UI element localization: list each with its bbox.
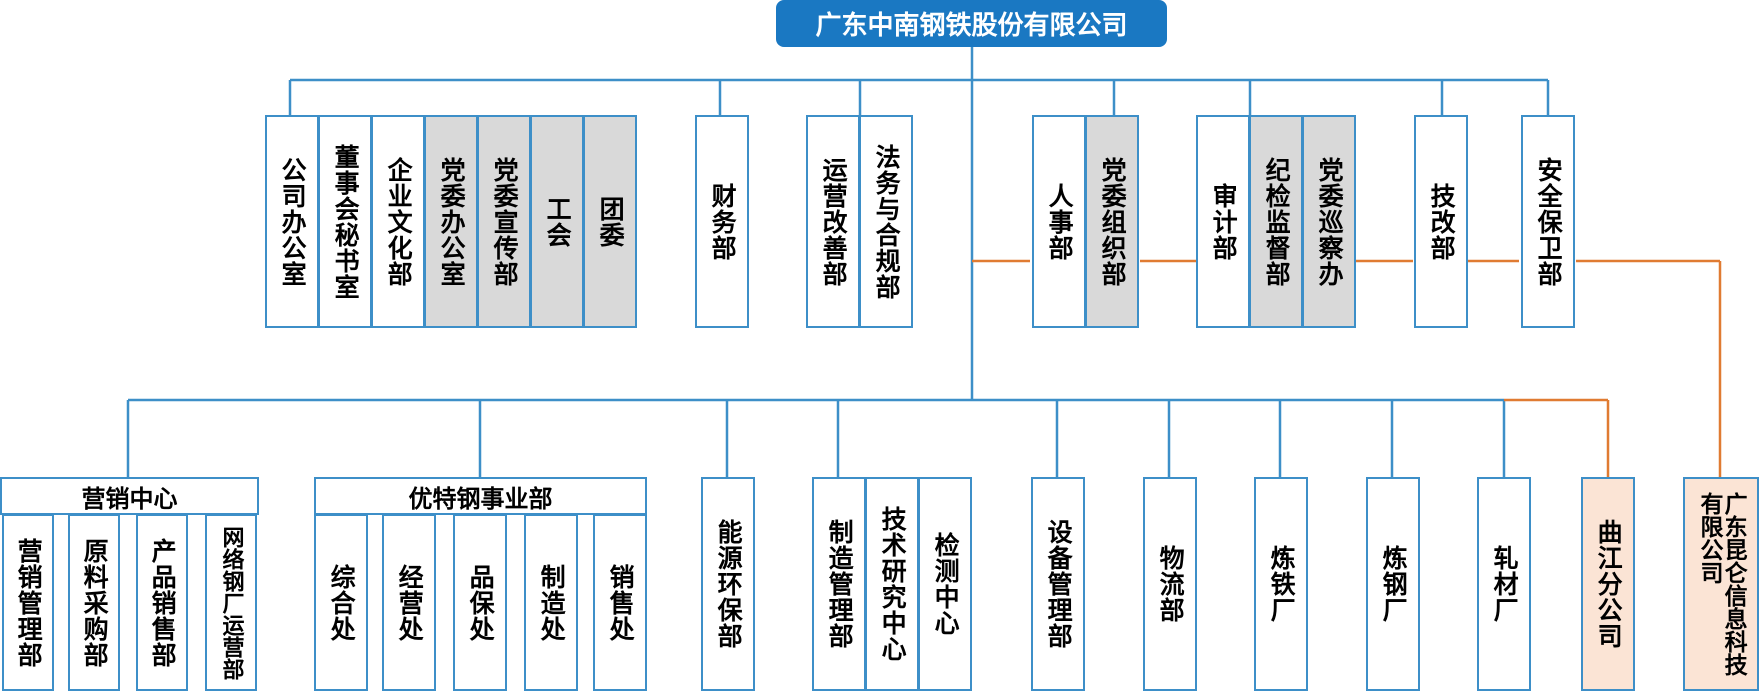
dept-label: 运营改善部 <box>819 156 849 287</box>
dept-box: 党委组织部 <box>1085 115 1139 328</box>
dept-box: 技术研究中心 <box>865 477 919 691</box>
subsidiary-label-columns: 广东昆仑信息科技有限公司 <box>1696 491 1747 677</box>
dept-label: 制造处 <box>537 563 567 642</box>
dept-label: 技改部 <box>1427 182 1457 261</box>
dept-box: 纪检监督部 <box>1249 115 1303 328</box>
dept-box: 企业文化部 <box>371 115 425 328</box>
dept-box: 制造管理部 <box>812 477 866 691</box>
sub-dept-box: 综合处 <box>314 514 368 691</box>
dept-label: 人事部 <box>1045 182 1075 261</box>
dept-box: 党委办公室 <box>424 115 478 328</box>
subsidiary-box: 曲江分公司 <box>1581 477 1635 691</box>
dept-label: 技术研究中心 <box>878 506 908 662</box>
dept-box: 审计部 <box>1196 115 1250 328</box>
dept-box: 轧材厂 <box>1477 477 1531 691</box>
dept-box: 团委 <box>583 115 637 328</box>
dept-box: 安全保卫部 <box>1521 115 1575 328</box>
sub-dept-box: 原料采购部 <box>68 514 120 691</box>
dept-box: 财务部 <box>695 115 749 328</box>
dept-label: 董事会秘书室 <box>331 143 361 300</box>
dept-box: 党委巡察办 <box>1302 115 1356 328</box>
sub-dept-box: 营销管理部 <box>2 514 54 691</box>
dept-label: 党委组织部 <box>1098 156 1128 287</box>
dept-label: 网络钢厂运营部 <box>218 525 244 680</box>
dept-box: 炼铁厂 <box>1254 477 1308 691</box>
dept-label: 综合处 <box>327 563 357 642</box>
dept-box: 工会 <box>530 115 584 328</box>
dept-label: 公司办公室 <box>278 156 308 287</box>
dept-label: 企业文化部 <box>384 156 414 287</box>
dept-label: 审计部 <box>1209 182 1239 261</box>
group-header-marketing: 营销中心 <box>0 477 259 515</box>
sub-dept-box: 网络钢厂运营部 <box>205 514 257 691</box>
dept-label: 销售处 <box>606 563 636 642</box>
dept-label: 产品销售部 <box>148 537 178 668</box>
dept-box: 董事会秘书室 <box>318 115 372 328</box>
dept-label: 纪检监督部 <box>1262 156 1292 287</box>
dept-label: 广东昆仑信息科技有限公司 <box>1696 491 1747 676</box>
dept-box: 炼钢厂 <box>1366 477 1420 691</box>
dept-label: 设备管理部 <box>1044 519 1074 649</box>
dept-label: 党委巡察办 <box>1315 156 1345 287</box>
dept-label: 品保处 <box>466 563 496 642</box>
dept-box: 人事部 <box>1032 115 1086 328</box>
dept-box: 检测中心 <box>918 477 972 691</box>
dept-label: 炼铁厂 <box>1267 545 1297 623</box>
dept-label: 法务与合规部 <box>872 143 902 300</box>
dept-label: 炼钢厂 <box>1379 545 1409 623</box>
sub-dept-box: 经营处 <box>382 514 436 691</box>
dept-label: 财务部 <box>708 182 738 261</box>
dept-box: 运营改善部 <box>806 115 860 328</box>
dept-box: 能源环保部 <box>701 477 755 691</box>
dept-label: 物流部 <box>1156 545 1186 623</box>
dept-label: 团委 <box>596 195 626 248</box>
subsidiary-box: 广东昆仑信息科技有限公司 <box>1683 477 1759 691</box>
dept-label: 制造管理部 <box>825 519 855 649</box>
dept-box: 公司办公室 <box>265 115 319 328</box>
dept-box: 党委宣传部 <box>477 115 531 328</box>
dept-box: 设备管理部 <box>1031 477 1085 691</box>
sub-dept-box: 产品销售部 <box>136 514 188 691</box>
dept-label: 党委宣传部 <box>490 156 520 287</box>
group-header-special-steel: 优特钢事业部 <box>314 477 647 515</box>
dept-label: 党委办公室 <box>437 156 467 287</box>
org-root-title: 广东中南钢铁股份有限公司 <box>776 0 1167 47</box>
dept-label: 能源环保部 <box>714 519 744 649</box>
dept-label: 工会 <box>543 195 573 248</box>
dept-label: 检测中心 <box>931 532 961 636</box>
dept-label: 营销管理部 <box>14 537 44 668</box>
dept-box: 法务与合规部 <box>859 115 913 328</box>
dept-box: 技改部 <box>1414 115 1468 328</box>
sub-dept-box: 品保处 <box>453 514 507 691</box>
dept-box: 物流部 <box>1143 477 1197 691</box>
dept-label: 曲江分公司 <box>1594 519 1624 649</box>
dept-label: 经营处 <box>395 563 425 642</box>
dept-label: 安全保卫部 <box>1534 156 1564 287</box>
sub-dept-box: 销售处 <box>593 514 647 691</box>
dept-label: 轧材厂 <box>1490 545 1520 623</box>
dept-label: 原料采购部 <box>80 537 110 668</box>
sub-dept-box: 制造处 <box>524 514 578 691</box>
